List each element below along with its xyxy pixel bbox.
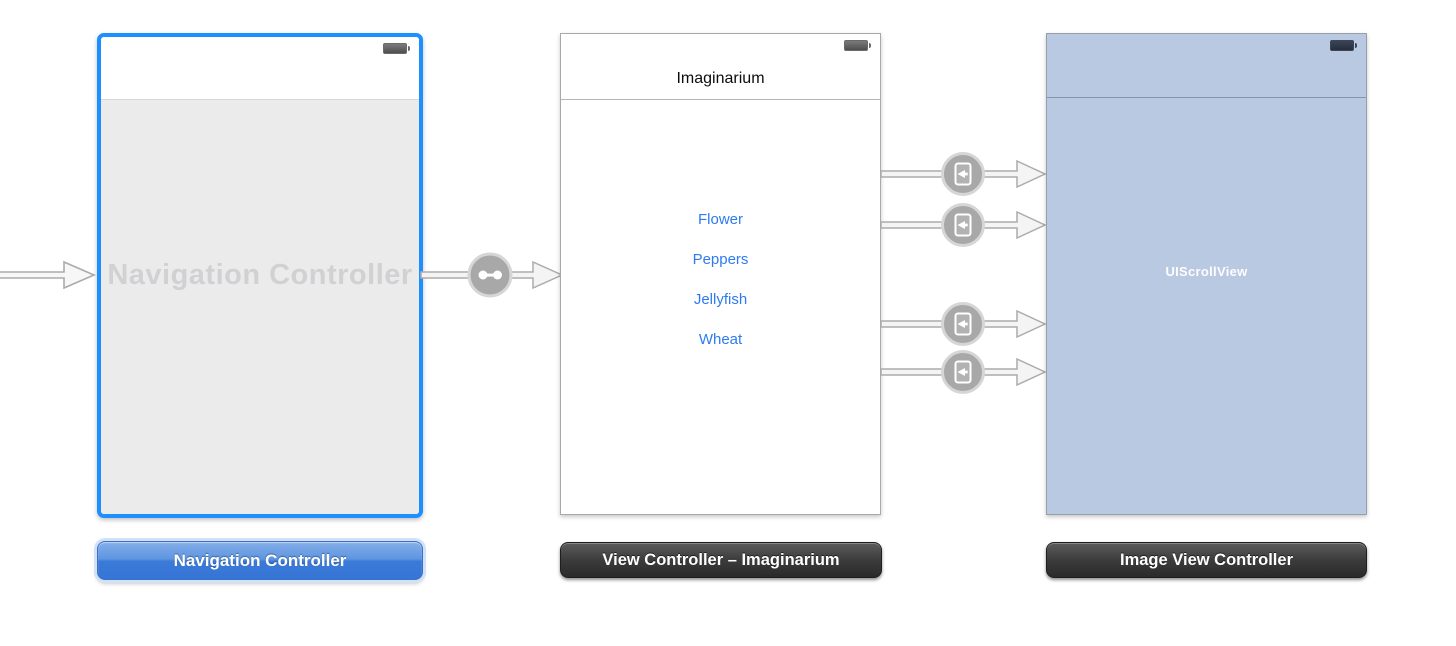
- nav-bar-separator: [1047, 97, 1366, 98]
- cell-jellyfish[interactable]: Jellyfish: [688, 290, 753, 310]
- push-segue-peppers[interactable]: [879, 202, 1051, 248]
- battery-icon: [1330, 40, 1357, 51]
- view-controller-scene[interactable]: Imaginarium Flower Peppers Jellyfish Whe…: [560, 33, 881, 515]
- cell-peppers[interactable]: Peppers: [687, 250, 755, 270]
- navigation-controller-scene[interactable]: Navigation Controller: [97, 33, 423, 518]
- cell-wheat[interactable]: Wheat: [693, 330, 748, 350]
- push-segue-icon: [954, 213, 972, 237]
- push-segue-icon: [954, 360, 972, 384]
- push-segue-icon: [954, 162, 972, 186]
- initial-view-controller-arrow[interactable]: [0, 255, 97, 295]
- nav-bar-title: Imaginarium: [676, 70, 765, 87]
- dock-label-image-view-controller[interactable]: Image View Controller: [1046, 542, 1367, 578]
- battery-icon: [383, 43, 410, 54]
- dock-label-view-controller[interactable]: View Controller – Imaginarium: [560, 542, 882, 578]
- navigation-content-area: [101, 100, 419, 514]
- push-segue-icon: [954, 312, 972, 336]
- push-segue-jellyfish[interactable]: [879, 301, 1051, 347]
- uiscrollview-label: UIScrollView: [1165, 264, 1248, 279]
- cell-list: Flower Peppers Jellyfish Wheat: [561, 210, 880, 350]
- battery-icon: [844, 40, 871, 51]
- dock-label-navigation-controller[interactable]: Navigation Controller: [97, 541, 423, 580]
- push-segue-wheat[interactable]: [879, 349, 1051, 395]
- navigation-bar-area: [101, 37, 419, 100]
- relationship-segue-icon: [478, 270, 502, 280]
- push-segue-flower[interactable]: [879, 151, 1051, 197]
- image-view-controller-scene[interactable]: UIScrollView: [1046, 33, 1367, 515]
- cell-flower[interactable]: Flower: [692, 210, 749, 230]
- relationship-segue[interactable]: [420, 252, 567, 298]
- navigation-bar-area: [561, 34, 880, 100]
